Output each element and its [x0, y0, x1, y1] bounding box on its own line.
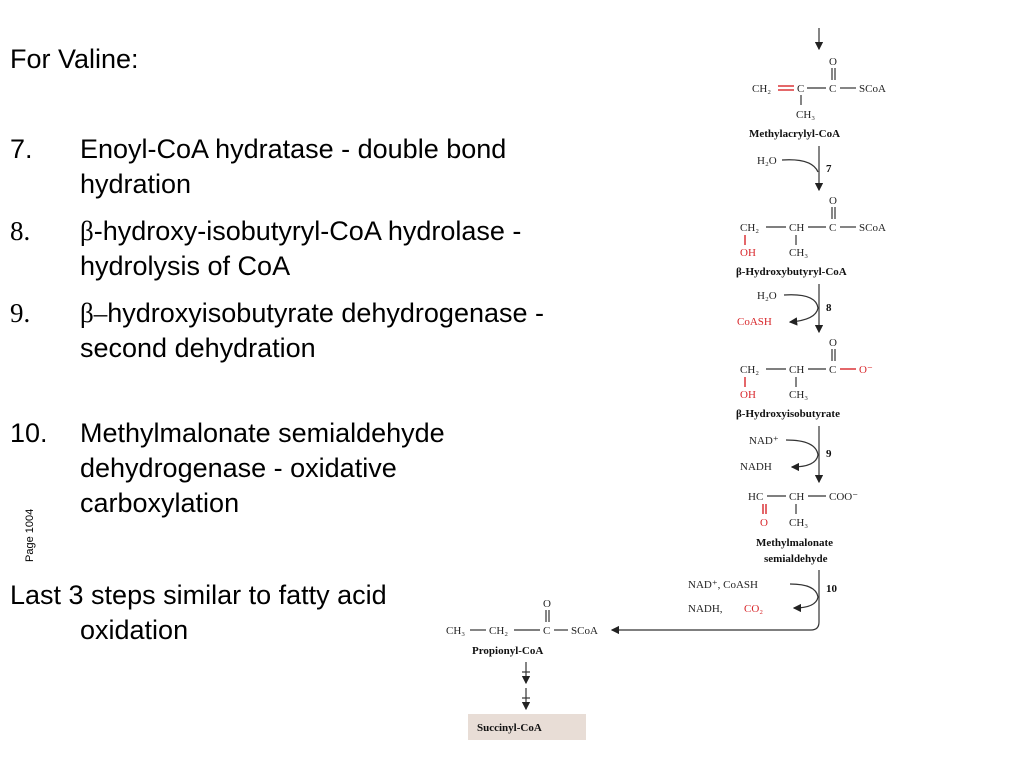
step-description: β-hydroxy-isobutyryl-CoA hydrolase -hydr…: [80, 216, 522, 281]
svg-text:CH: CH: [789, 491, 804, 503]
svg-text:CH₂: CH₂: [740, 222, 759, 234]
svg-text:semialdehyde: semialdehyde: [764, 553, 828, 565]
reaction-step-7: H₂O 7: [757, 146, 832, 192]
svg-text:CoASH: CoASH: [737, 316, 772, 328]
svg-text:Propionyl-CoA: Propionyl-CoA: [472, 645, 543, 657]
svg-text:H₂O: H₂O: [757, 290, 777, 302]
svg-text:NAD⁺: NAD⁺: [749, 435, 779, 447]
reaction-step-10: NAD⁺, CoASH NADH, CO₂ 10: [610, 570, 838, 635]
svg-text:SCoA: SCoA: [859, 222, 886, 234]
svg-text:C: C: [797, 83, 804, 95]
svg-text:CO₂: CO₂: [744, 603, 763, 615]
svg-text:SCoA: SCoA: [571, 625, 598, 637]
svg-text:CH₂: CH₂: [752, 83, 771, 95]
svg-text:SCoA: SCoA: [859, 83, 886, 95]
step-number: 10.: [10, 418, 48, 448]
svg-text:O: O: [829, 56, 837, 68]
step-description: Methylmalonate semialdehyde dehydrogenas…: [80, 418, 445, 518]
beta-symbol: β: [80, 216, 94, 246]
svg-text:NADH: NADH: [740, 461, 772, 473]
compound-propionyl-coa: O CH₃ CH₂ C SCoA Propionyl-CoA: [446, 598, 598, 657]
step-number: 9.: [10, 298, 31, 328]
step-number: 8.: [10, 216, 31, 246]
succinyl-box: [468, 714, 586, 740]
svg-text:β-Hydroxyisobutyrate: β-Hydroxyisobutyrate: [736, 408, 840, 420]
svg-text:Methylmalonate: Methylmalonate: [756, 537, 833, 549]
svg-text:β-Hydroxybutyryl-CoA: β-Hydroxybutyryl-CoA: [736, 266, 847, 278]
svg-text:10: 10: [826, 583, 838, 595]
svg-text:Methylacrylyl-CoA: Methylacrylyl-CoA: [749, 128, 840, 140]
svg-text:CH: CH: [789, 364, 804, 376]
svg-text:CH₃: CH₃: [789, 247, 808, 259]
svg-text:C: C: [543, 625, 550, 637]
svg-text:HC: HC: [748, 491, 763, 503]
svg-text:H₂O: H₂O: [757, 155, 777, 167]
reaction-step-8: H₂O CoASH 8: [737, 284, 832, 334]
svg-text:C: C: [829, 222, 836, 234]
svg-text:C: C: [829, 364, 836, 376]
compound-methylacrylyl-coa: O CH₂ C C SCoA CH₃ Methylacrylyl-CoA: [749, 56, 886, 140]
svg-text:CH₂: CH₂: [740, 364, 759, 376]
compound-succinyl-coa: Succinyl-CoA: [468, 714, 586, 740]
svg-text:OH: OH: [740, 389, 756, 401]
beta-symbol: β–: [80, 298, 108, 328]
svg-text:9: 9: [826, 448, 832, 460]
compound-hydroxyisobutyrate: O CH₂ CH C O⁻ OH CH₃ β-Hydroxyisobutyrat…: [736, 337, 873, 420]
svg-text:8: 8: [826, 302, 832, 314]
reaction-step-9: NAD⁺ NADH 9: [740, 426, 832, 484]
svg-text:CH₃: CH₃: [796, 109, 815, 121]
svg-text:O: O: [829, 195, 837, 207]
svg-text:O: O: [543, 598, 551, 610]
svg-text:COO⁻: COO⁻: [829, 491, 858, 503]
svg-text:7: 7: [826, 163, 832, 175]
compound-methylmalonate-semialdehyde: HC CH COO⁻ O CH₃ Methylmalonate semialde…: [748, 491, 858, 565]
step-description: Enoyl-CoA hydratase - double bond hydrat…: [80, 134, 507, 199]
step-number: 7.: [10, 134, 33, 164]
step-description: β–hydroxyisobutyrate dehydrogenase - sec…: [80, 298, 545, 363]
svg-text:O: O: [760, 517, 768, 529]
svg-text:NADH,: NADH,: [688, 603, 723, 615]
svg-text:OH: OH: [740, 247, 756, 259]
svg-text:NAD⁺, CoASH: NAD⁺, CoASH: [688, 579, 758, 591]
compound-hydroxybutyryl-coa: O CH₂ CH C SCoA OH CH₃ β-Hydroxybutyryl-…: [736, 195, 886, 278]
downstream-arrows: [521, 662, 531, 711]
svg-text:O: O: [829, 337, 837, 349]
footer-note: Last 3 steps similar to fatty acid oxida…: [10, 580, 387, 645]
slide-heading: For Valine:: [10, 44, 139, 74]
svg-text:O⁻: O⁻: [859, 364, 873, 376]
svg-text:CH₃: CH₃: [789, 389, 808, 401]
svg-text:C: C: [829, 83, 836, 95]
svg-text:CH: CH: [789, 222, 804, 234]
svg-text:Succinyl-CoA: Succinyl-CoA: [477, 722, 542, 734]
svg-text:CH₃: CH₃: [446, 625, 465, 637]
svg-text:CH₂: CH₂: [489, 625, 508, 637]
svg-text:CH₃: CH₃: [789, 517, 808, 529]
